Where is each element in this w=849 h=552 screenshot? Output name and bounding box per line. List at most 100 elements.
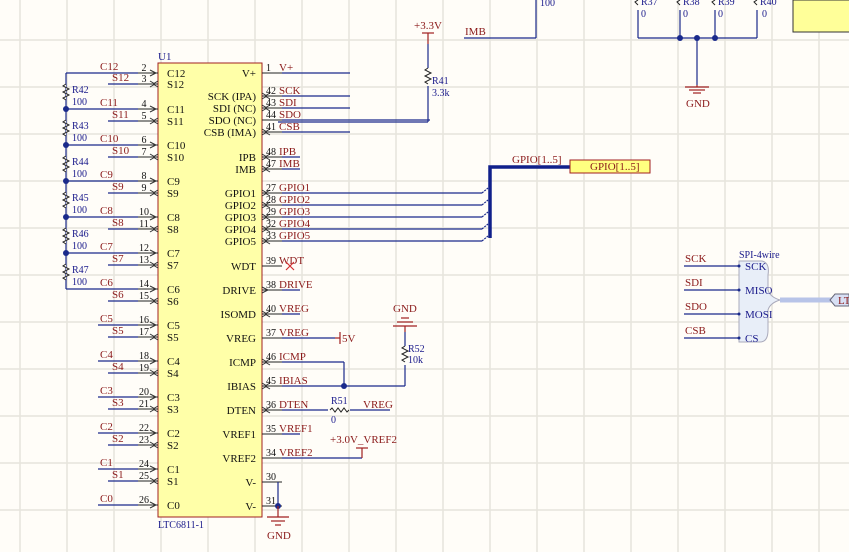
pin-name: GPIO1 xyxy=(225,188,256,200)
spi-net-label: SCK xyxy=(685,253,706,265)
ic-body[interactable] xyxy=(157,62,263,518)
net-label: SCK xyxy=(279,85,300,97)
pin-number: 22 xyxy=(139,423,149,434)
r40-value: 0 xyxy=(762,9,767,20)
r37-value: 0 xyxy=(641,9,646,20)
harness-port[interactable] xyxy=(829,293,849,307)
resistor-r51[interactable] xyxy=(329,407,350,413)
r51-ref: R51 xyxy=(331,396,348,407)
spi-net-label: CSB xyxy=(685,325,706,337)
bus-port[interactable] xyxy=(569,159,651,174)
pin-name: C1 xyxy=(167,464,180,476)
pin-number: 10 xyxy=(139,207,149,218)
pin-name: SDI (NC) xyxy=(213,103,256,115)
pin-name: C7 xyxy=(167,248,180,260)
resistor-r52[interactable] xyxy=(400,345,410,363)
resistor-value: 100 xyxy=(72,169,87,180)
gnd-label-r52: GND xyxy=(393,303,417,315)
net-label: C11 xyxy=(100,97,118,109)
bus-line[interactable] xyxy=(488,165,570,238)
pin-number: 37 xyxy=(266,328,276,339)
resistor-ref: R45 xyxy=(72,193,89,204)
pin-name: V- xyxy=(245,477,256,489)
junction xyxy=(63,250,69,256)
ic-pin-30[interactable]: 30V- xyxy=(245,472,282,489)
junction xyxy=(63,106,69,112)
partial-component-box[interactable] xyxy=(792,0,849,33)
pin-number: 2 xyxy=(142,63,147,74)
resistor-value: 100 xyxy=(72,205,87,216)
ic-pin-1[interactable]: 1V+V+ xyxy=(242,62,350,80)
net-label: C4 xyxy=(100,349,113,361)
pin-number: 33 xyxy=(266,231,276,242)
pin-name: S4 xyxy=(167,368,179,380)
resistor-r41[interactable] xyxy=(423,67,433,85)
pin-name: C12 xyxy=(167,68,185,80)
net-label: S12 xyxy=(112,72,129,84)
pin-number: 23 xyxy=(139,435,149,446)
pin-name: DRIVE xyxy=(222,285,256,297)
harness-connector[interactable] xyxy=(738,260,782,343)
net-label: V+ xyxy=(279,62,293,74)
spi-net-label: SDI xyxy=(685,277,703,289)
net-label: VREG xyxy=(279,303,309,315)
